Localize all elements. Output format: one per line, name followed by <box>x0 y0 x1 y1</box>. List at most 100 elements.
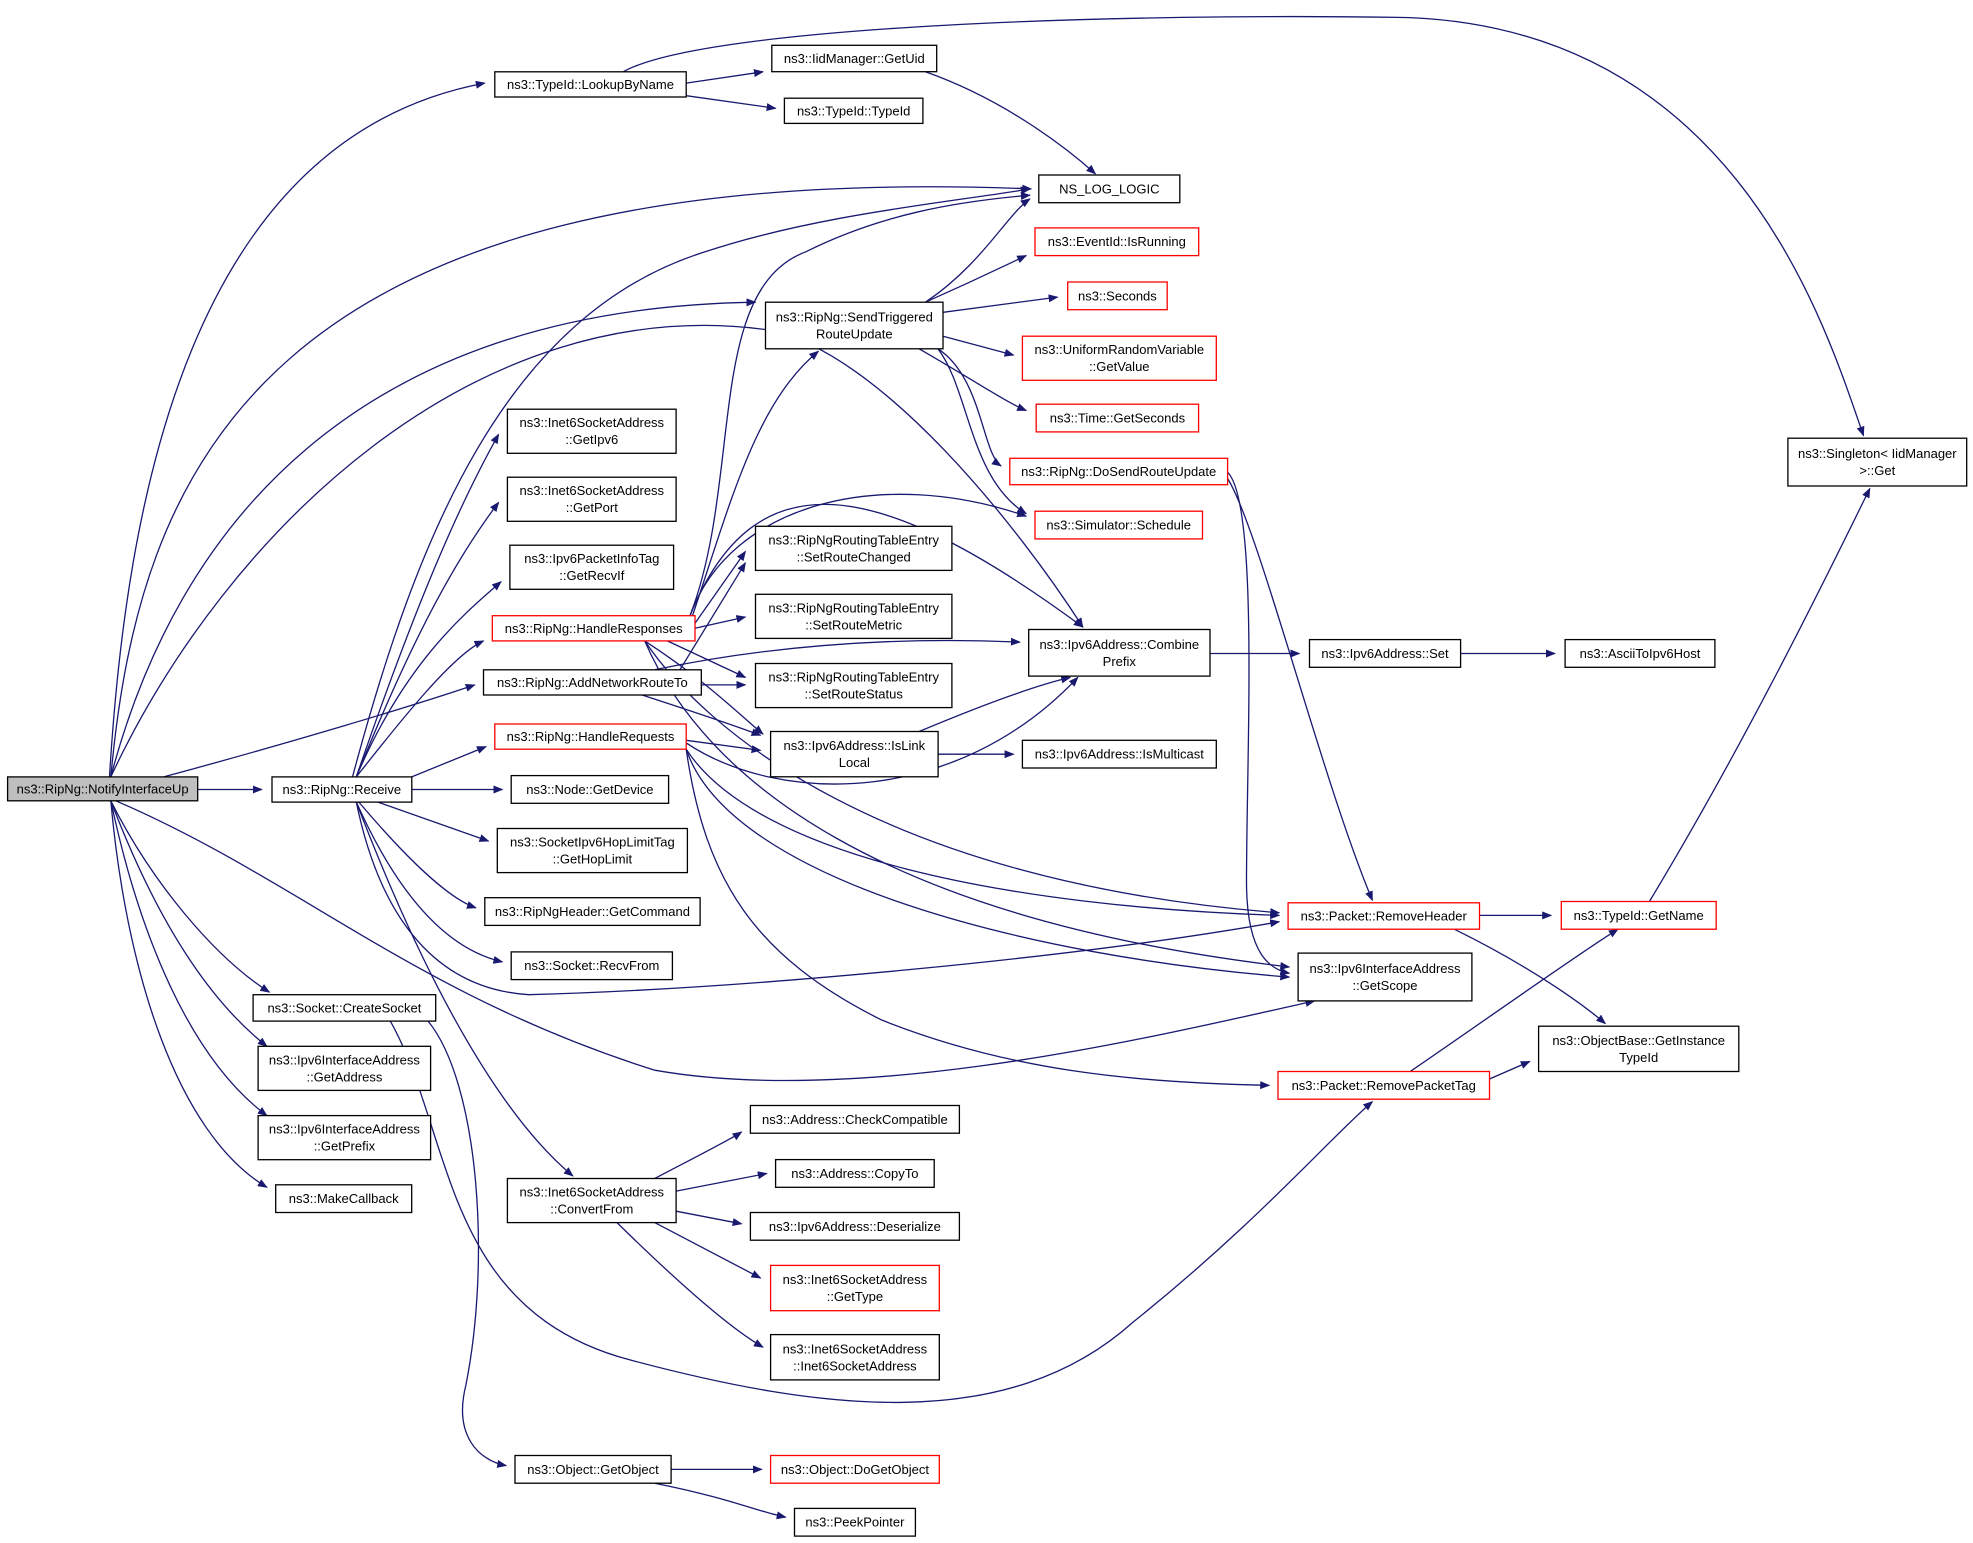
edge-createsocket-to-removepackettag <box>389 1020 1374 1403</box>
node-notify[interactable]: ns3::RipNg::NotifyInterfaceUp <box>6 776 199 802</box>
node-getcommand[interactable]: ns3::RipNgHeader::GetCommand <box>484 897 701 927</box>
node-checkcompat[interactable]: ns3::Address::CheckCompatible <box>749 1104 961 1134</box>
node-label: ns3::Ipv6Address::Combine <box>1039 637 1199 652</box>
node-isrunning[interactable]: ns3::EventId::IsRunning <box>1034 227 1200 257</box>
node-ipv6set[interactable]: ns3::Ipv6Address::Set <box>1308 638 1462 668</box>
node-label: ns3::AsciiToIpv6Host <box>1580 646 1701 661</box>
node-label: ns3::Ipv6Address::Set <box>1321 646 1449 661</box>
node-label: ns3::Singleton< IidManager <box>1798 446 1957 461</box>
node-label: ns3::SocketIpv6HopLimitTag <box>510 835 675 850</box>
node-ascii[interactable]: ns3::AsciiToIpv6Host <box>1564 638 1716 668</box>
node-box <box>257 1045 432 1092</box>
node-removeheader[interactable]: ns3::Packet::RemoveHeader <box>1287 902 1481 930</box>
node-label: ::GetRecvIf <box>559 568 624 583</box>
node-setroutestatus[interactable]: ns3::RipNgRoutingTableEntry::SetRouteSta… <box>754 662 953 709</box>
node-ismulticast[interactable]: ns3::Ipv6Address::IsMulticast <box>1021 739 1217 769</box>
edge-handlereq-to-removeheader <box>685 748 1281 920</box>
node-lookup[interactable]: ns3::TypeId::LookupByName <box>494 71 687 98</box>
node-receive[interactable]: ns3::RipNg::Receive <box>271 776 413 803</box>
node-label: ns3::RipNg::AddNetworkRouteTo <box>497 675 688 690</box>
node-getvalue[interactable]: ns3::UniformRandomVariable::GetValue <box>1021 335 1217 381</box>
node-box <box>783 97 924 125</box>
node-nslog[interactable]: NS_LOG_LOGIC <box>1038 174 1181 204</box>
node-getrecvif[interactable]: ns3::Ipv6PacketInfoTag::GetRecvIf <box>509 544 675 590</box>
node-setroutemetric[interactable]: ns3::RipNgRoutingTableEntry::SetRouteMet… <box>754 593 953 640</box>
node-inet6ctor[interactable]: ns3::Inet6SocketAddress::Inet6SocketAddr… <box>769 1333 940 1381</box>
node-label: ::GetScope <box>1352 978 1417 993</box>
node-label: ns3::Simulator::Schedule <box>1046 518 1191 533</box>
node-recvfrom[interactable]: ns3::Socket::RecvFrom <box>510 951 674 981</box>
node-box <box>252 994 437 1022</box>
edge-notify-to-createsocket <box>110 800 271 993</box>
node-gethoplimit[interactable]: ns3::SocketIpv6HopLimitTag::GetHopLimit <box>496 827 689 874</box>
node-getaddress[interactable]: ns3::Ipv6InterfaceAddress::GetAddress <box>257 1045 432 1092</box>
node-schedule[interactable]: ns3::Simulator::Schedule <box>1034 510 1204 540</box>
node-getipv6[interactable]: ns3::Inet6SocketAddress::GetIpv6 <box>506 408 677 454</box>
node-typeid[interactable]: ns3::TypeId::TypeId <box>783 97 924 125</box>
edge-sendtrig-to-getvalue <box>942 335 1015 357</box>
node-addnet[interactable]: ns3::RipNg::AddNetworkRouteTo <box>482 669 702 696</box>
node-label: ns3::Inet6SocketAddress <box>520 415 665 430</box>
node-box <box>764 301 944 350</box>
node-getprefix[interactable]: ns3::Ipv6InterfaceAddress::GetPrefix <box>257 1114 432 1161</box>
node-createsocket[interactable]: ns3::Socket::CreateSocket <box>252 994 437 1022</box>
node-label: ns3::PeekPointer <box>805 1515 905 1530</box>
node-box <box>509 544 675 590</box>
node-setroutechanged[interactable]: ns3::RipNgRoutingTableEntry::SetRouteCha… <box>754 525 953 572</box>
node-label: ns3::Time::GetSeconds <box>1050 411 1186 426</box>
node-copyto[interactable]: ns3::Address::CopyTo <box>774 1158 935 1188</box>
node-label: ns3::Inet6SocketAddress <box>783 1272 928 1287</box>
edge-receive-to-getport <box>355 501 500 778</box>
node-box <box>496 827 689 874</box>
node-box <box>1028 628 1211 677</box>
node-label: ns3::RipNg::NotifyInterfaceUp <box>17 781 189 796</box>
edge-sendtrig-to-seconds <box>943 294 1059 313</box>
edge-convertfrom-to-gettype <box>654 1222 762 1279</box>
node-handlereq[interactable]: ns3::RipNg::HandleRequests <box>494 723 687 750</box>
node-peekpointer[interactable]: ns3::PeekPointer <box>793 1507 917 1537</box>
node-box <box>484 897 701 927</box>
node-handleresp[interactable]: ns3::RipNg::HandleResponses <box>491 615 696 642</box>
edge-receive-to-handlereq <box>411 745 487 778</box>
node-getname[interactable]: ns3::TypeId::GetName <box>1560 900 1717 930</box>
node-seconds[interactable]: ns3::Seconds <box>1067 281 1168 311</box>
node-label: ::GetPort <box>566 500 618 515</box>
node-label: ::GetIpv6 <box>565 432 618 447</box>
edge-convertfrom-to-copyto <box>675 1171 768 1192</box>
node-getdevice[interactable]: ns3::Node::GetDevice <box>510 774 670 804</box>
node-getobject[interactable]: ns3::Object::GetObject <box>514 1454 672 1484</box>
node-makecallback[interactable]: ns3::MakeCallback <box>275 1184 413 1214</box>
node-getscope[interactable]: ns3::Ipv6InterfaceAddress::GetScope <box>1297 952 1473 1002</box>
node-convertfrom[interactable]: ns3::Inet6SocketAddress::ConvertFrom <box>506 1177 677 1224</box>
node-singleton[interactable]: ns3::Singleton< IidManager >::Get <box>1787 437 1968 487</box>
node-deserialize[interactable]: ns3::Ipv6Address::Deserialize <box>749 1211 961 1241</box>
edge-notify-to-addnet <box>163 684 476 778</box>
edge-receive-to-getrecvif <box>355 581 502 778</box>
node-getseconds[interactable]: ns3::Time::GetSeconds <box>1035 403 1200 433</box>
node-getuid[interactable]: ns3::IidManager::GetUid <box>771 44 938 73</box>
node-gettype[interactable]: ns3::Inet6SocketAddress::GetType <box>769 1264 940 1312</box>
node-getport[interactable]: ns3::Inet6SocketAddress::GetPort <box>506 476 677 522</box>
edge-convertfrom-to-inet6ctor <box>616 1222 764 1348</box>
edge-notify-to-getaddress <box>110 800 268 1047</box>
edge-notify-to-nslog <box>110 184 1033 777</box>
node-box <box>793 1507 917 1537</box>
node-removepackettag[interactable]: ns3::Packet::RemovePacketTag <box>1277 1070 1491 1100</box>
node-label: Prefix <box>1103 654 1137 669</box>
node-box <box>1560 900 1717 930</box>
node-dosend[interactable]: ns3::RipNg::DoSendRouteUpdate <box>1009 457 1229 486</box>
edge-handleresp-to-getscope <box>644 640 1291 970</box>
edges <box>108 15 1871 1520</box>
edge-handlereq-to-getscope <box>685 748 1291 981</box>
node-box <box>482 669 702 696</box>
node-box <box>774 1158 935 1188</box>
node-box <box>1035 403 1200 433</box>
node-dogetobject[interactable]: ns3::Object::DoGetObject <box>769 1454 940 1484</box>
node-box <box>506 1177 677 1224</box>
node-box <box>769 1333 940 1381</box>
edge-convertfrom-to-deserialize <box>675 1210 743 1227</box>
